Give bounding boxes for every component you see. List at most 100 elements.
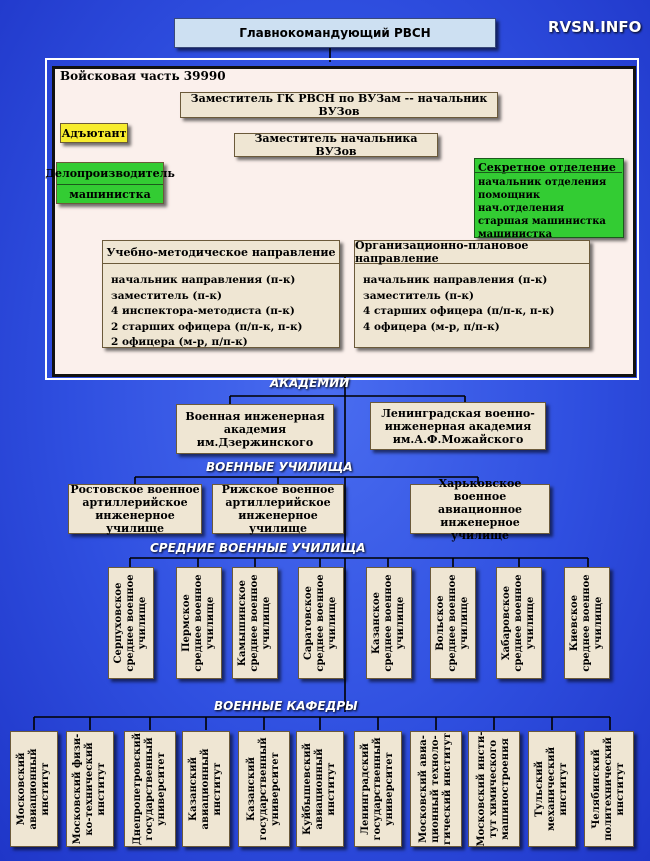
secret-dept-line: начальник отделения bbox=[478, 177, 607, 188]
department-line: Московский инсти- bbox=[476, 731, 487, 847]
department-line: институт bbox=[96, 762, 107, 816]
secret-dept-line: машинистка bbox=[478, 229, 553, 240]
adjutant-label: Адъютант bbox=[61, 126, 127, 140]
secondary-school-line: среднее военное bbox=[125, 574, 136, 672]
school-line: авиационное bbox=[437, 502, 523, 516]
school-line: Рижское военное bbox=[221, 483, 335, 496]
department-line: Днепропетровский bbox=[132, 732, 143, 846]
secret-dept-list: начальник отделения помощник нач.отделен… bbox=[474, 172, 622, 240]
section-departments: ВОЕННЫЕ КАФЕДРЫ bbox=[214, 699, 358, 713]
department-box: Московский авиа-ционный техноло-гический… bbox=[410, 731, 462, 847]
school-box: Харьковское военное авиационное инженерн… bbox=[410, 477, 550, 542]
department-line: Московский bbox=[16, 752, 27, 826]
direction-line: заместитель (п-к) bbox=[363, 289, 474, 302]
secret-dept-line: помощник нач.отделения bbox=[478, 190, 565, 214]
secondary-school-line: училище bbox=[459, 596, 470, 650]
department-line: государственный bbox=[144, 737, 155, 841]
secondary-school-line: среднее военное bbox=[447, 574, 458, 672]
department-line: государственный bbox=[258, 737, 269, 841]
direction-line: заместитель (п-к) bbox=[111, 289, 222, 302]
secondary-school-line: Хабаровское bbox=[501, 585, 512, 661]
department-line: Куйбышевский bbox=[302, 743, 313, 835]
adjutant-box: Адъютант bbox=[60, 123, 128, 143]
school-box: Рижское военное артиллерийское инженерно… bbox=[212, 483, 344, 535]
academy-line: академия bbox=[223, 422, 287, 436]
school-line: артиллерийское bbox=[82, 496, 188, 509]
secondary-school-line: Саратовское bbox=[303, 585, 314, 661]
department-line: институт bbox=[212, 762, 223, 816]
department-line: авиационный bbox=[314, 748, 325, 830]
secondary-school-line: училище bbox=[395, 596, 406, 650]
academy-line: инженерная академия bbox=[384, 419, 532, 433]
secondary-school-line: среднее военное bbox=[193, 574, 204, 672]
direction-line: 4 офицера (м-р, п/п-к) bbox=[363, 320, 500, 333]
school-box: Ростовское военное артиллерийское инжене… bbox=[68, 483, 202, 535]
unit-title: Войсковая часть 39990 bbox=[60, 69, 226, 83]
direction-box-methodical: Учебно-методическое направление начальни… bbox=[102, 240, 340, 348]
department-line: политехнический bbox=[603, 737, 614, 841]
secondary-school-line: Серпуховское bbox=[113, 582, 124, 664]
secondary-school-line: Пермское bbox=[181, 594, 192, 652]
direction-title: Организационно-плановое направление bbox=[355, 239, 589, 265]
secondary-school-line: училище bbox=[593, 596, 604, 650]
section-academies: АКАДЕМИИ bbox=[270, 376, 350, 390]
secondary-school-line: училище bbox=[261, 596, 272, 650]
school-line: Ростовское военное bbox=[70, 483, 200, 496]
deputy-chief-box: Заместитель начальника ВУЗов bbox=[234, 132, 438, 158]
department-line: авиационный bbox=[28, 748, 39, 830]
school-line: инженерное училище bbox=[95, 509, 175, 535]
section-schools: ВОЕННЫЕ УЧИЛИЩА bbox=[206, 460, 353, 474]
school-line: Харьковское военное bbox=[438, 476, 522, 503]
secret-dept-title: Секретное отделение bbox=[478, 161, 616, 174]
section-secondary: СРЕДНИЕ ВОЕННЫЕ УЧИЛИЩА bbox=[150, 541, 366, 555]
secondary-school-line: Киевское bbox=[569, 594, 580, 652]
department-line: институт bbox=[326, 762, 337, 816]
department-line: университет bbox=[270, 752, 281, 826]
department-line: государственный bbox=[372, 737, 383, 841]
academy-line: Ленинградская военно- bbox=[381, 406, 535, 420]
department-line: механический bbox=[546, 746, 557, 832]
department-line: институт bbox=[615, 762, 626, 816]
academy-line: им.А.Ф.Можайского bbox=[392, 432, 524, 446]
direction-line: начальник направления (п-к) bbox=[363, 274, 548, 286]
clerk-label: Делопроизводитель bbox=[45, 163, 175, 185]
secondary-school-line: Казанское bbox=[371, 591, 382, 655]
direction-box-planning: Организационно-плановое направление нача… bbox=[354, 239, 590, 348]
direction-line: 4 инспектора-методиста (п-к) bbox=[111, 305, 295, 317]
secret-dept-line: старшая машинистка bbox=[478, 216, 606, 227]
academy-box: Военная инженерная академия им.Дзержинск… bbox=[176, 404, 334, 454]
secondary-school-line: среднее военное bbox=[249, 574, 260, 672]
academy-box: Ленинградская военно- инженерная академи… bbox=[370, 402, 546, 450]
department-line: ционный техноло- bbox=[430, 735, 441, 843]
department-line: авиационный bbox=[200, 748, 211, 830]
typist-label: машинистка bbox=[69, 188, 151, 201]
secondary-school-line: среднее военное bbox=[315, 574, 326, 672]
direction-line: 4 старших офицера (п/п-к, п-к) bbox=[363, 305, 555, 317]
department-line: университет bbox=[384, 752, 395, 826]
secondary-school-line: училище bbox=[327, 596, 338, 650]
deputy-gk-box: Заместитель ГК РВСН по ВУЗам -- начальни… bbox=[180, 92, 498, 118]
department-line: институт bbox=[40, 762, 51, 816]
department-line: Московский авиа- bbox=[418, 735, 429, 843]
site-watermark: RVSN.INFO bbox=[548, 18, 642, 36]
secondary-school-line: училище bbox=[137, 596, 148, 650]
secondary-school-line: Камышинское bbox=[237, 579, 248, 667]
department-line: Московский физи- bbox=[72, 733, 83, 845]
academy-line: им.Дзержинского bbox=[196, 435, 314, 449]
deputy-gk-label: Заместитель ГК РВСН по ВУЗам -- начальни… bbox=[190, 92, 488, 118]
clerk-box: Делопроизводитель машинистка bbox=[45, 162, 175, 204]
